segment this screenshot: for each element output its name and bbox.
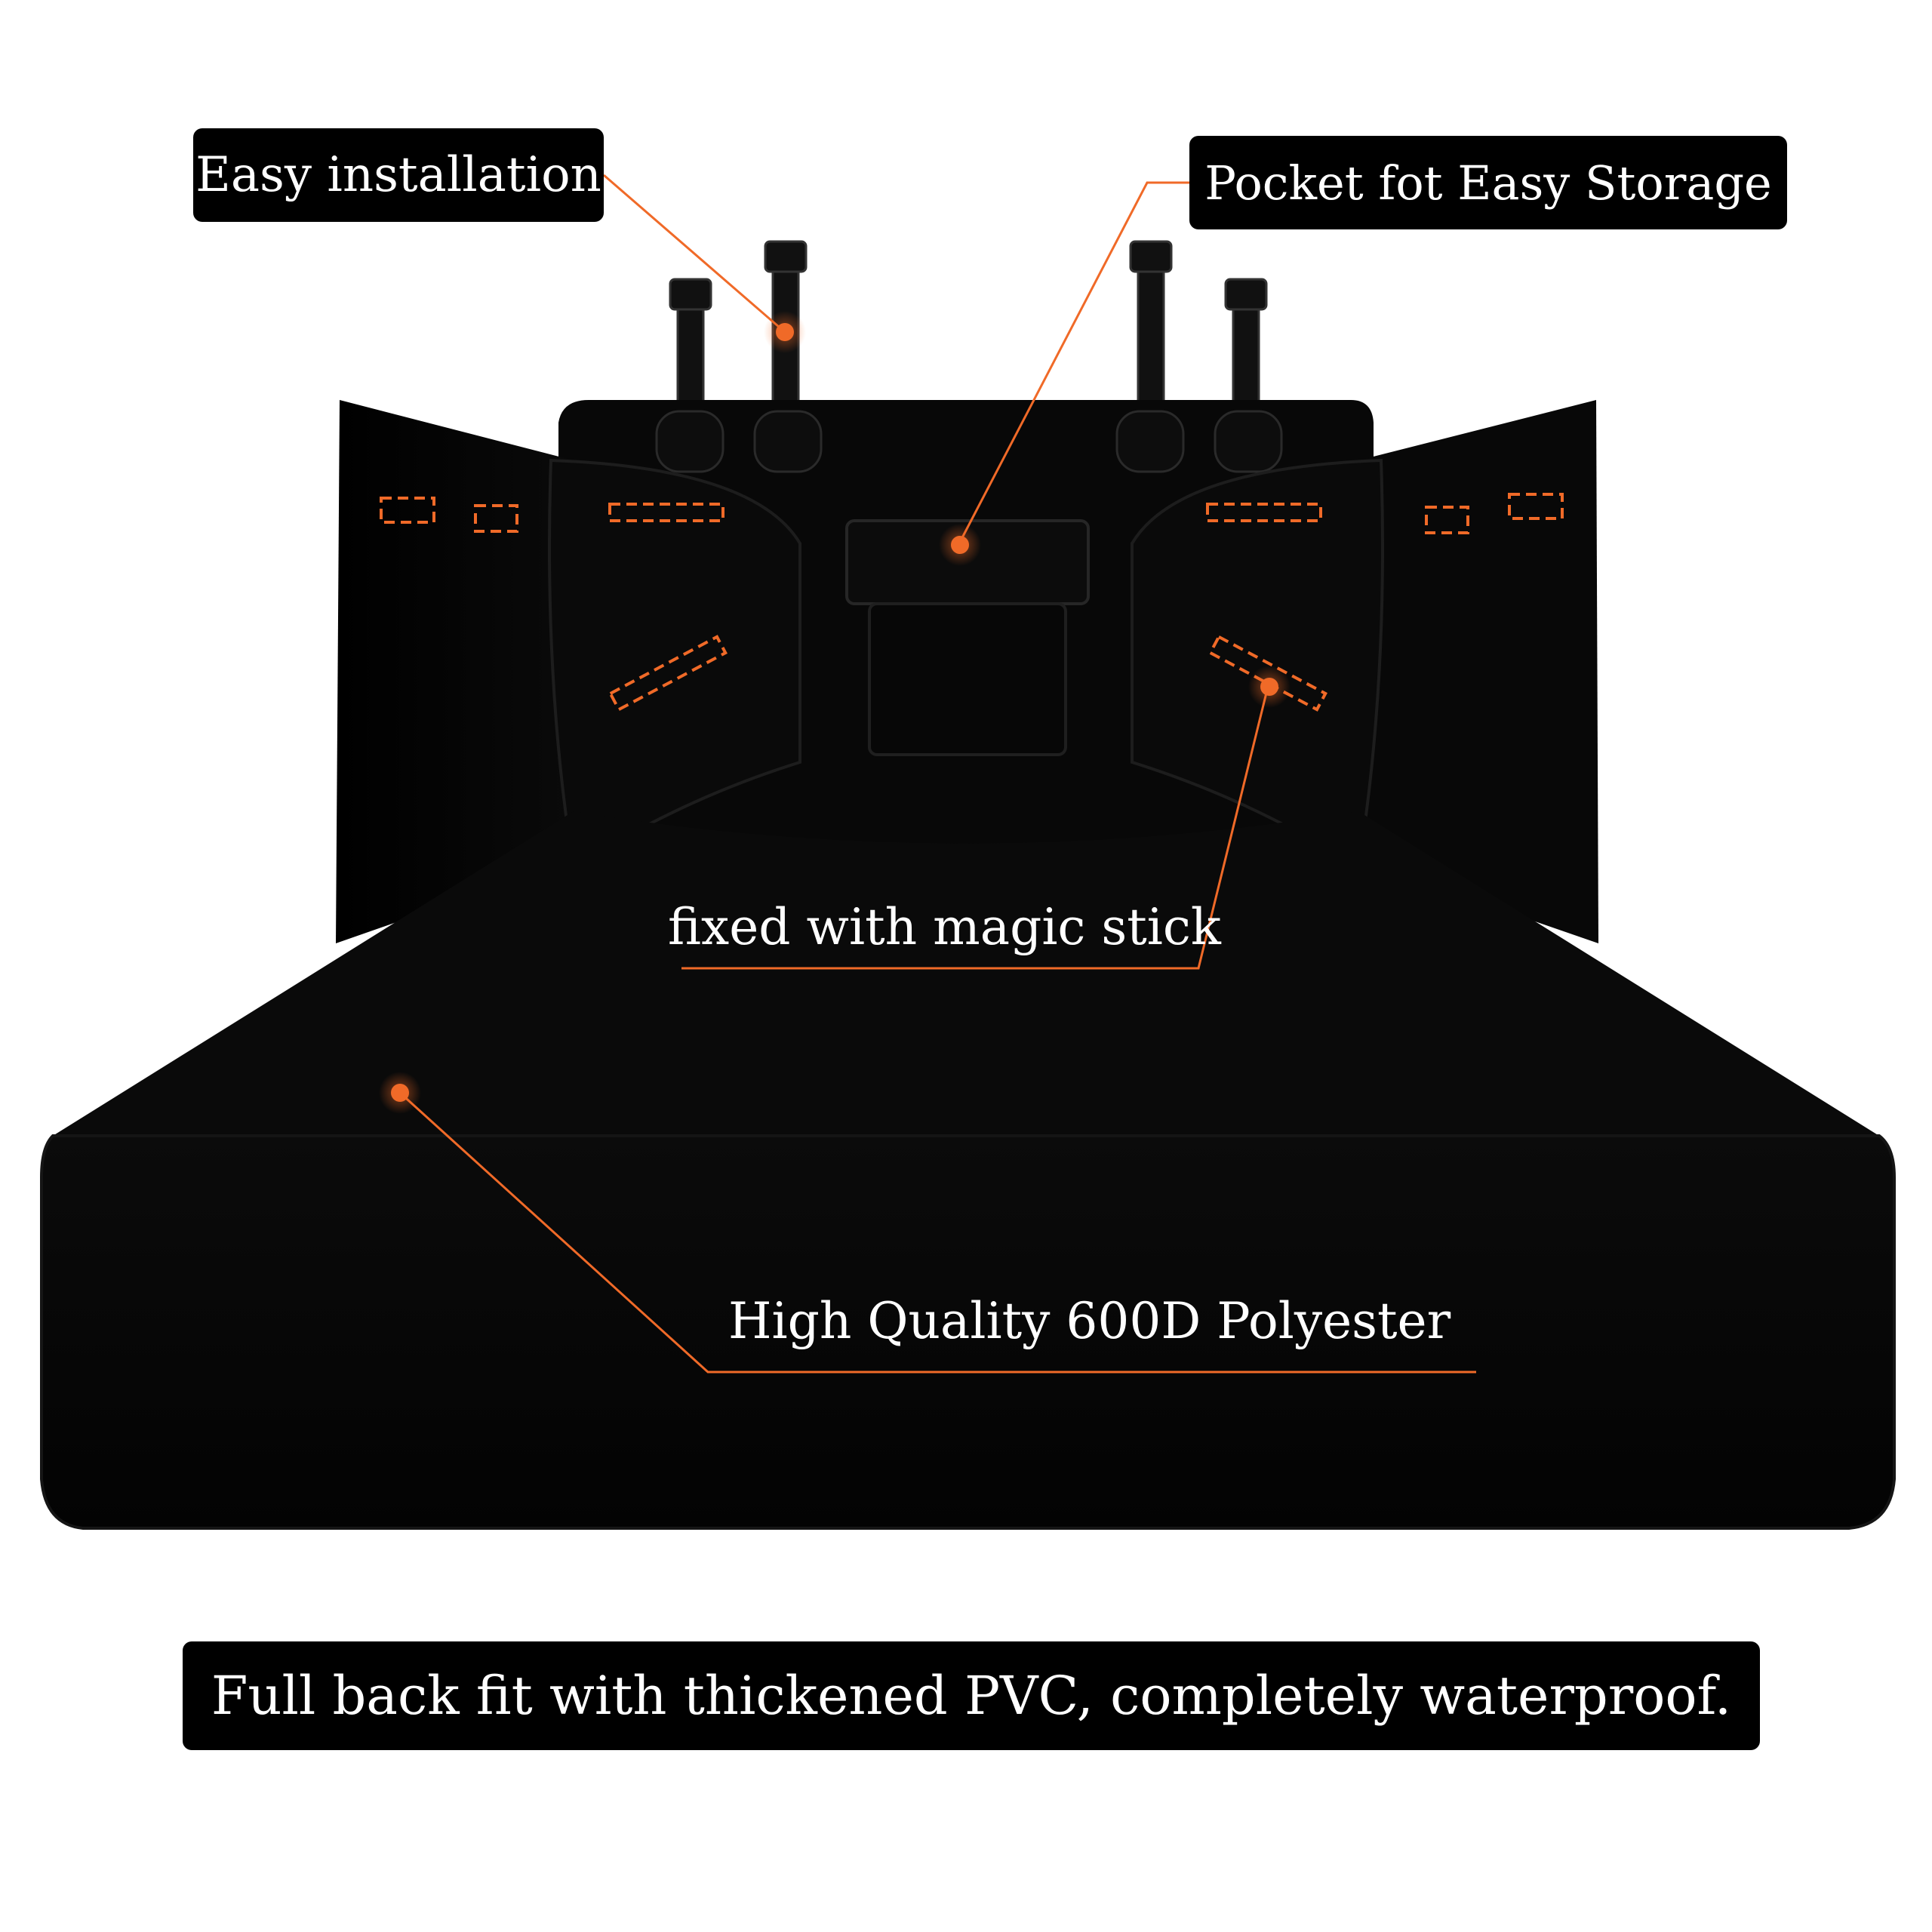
- left-flap: [548, 458, 801, 871]
- strap-anchors: [655, 410, 1283, 473]
- footer-caption: Full back fit with thickened PVC, comple…: [183, 1641, 1760, 1750]
- right-side-panel: [1358, 400, 1598, 943]
- left-side-panel: [336, 400, 574, 943]
- right-flap: [1131, 458, 1384, 871]
- callout-dots: [379, 311, 1291, 1114]
- storage-pocket: [868, 602, 1067, 756]
- cargo-floor: [53, 811, 1879, 1136]
- callout-magic-stick: fixed with magic stick: [668, 898, 1221, 956]
- callout-lines: [398, 174, 1476, 1374]
- floor-front-bumper: [40, 1134, 1896, 1530]
- callout-pocket: Pocket fot Easy Storage: [1189, 136, 1787, 229]
- callout-material: High Quality 600D Polyester: [728, 1292, 1451, 1350]
- callout-installation: Easy installation: [193, 128, 604, 222]
